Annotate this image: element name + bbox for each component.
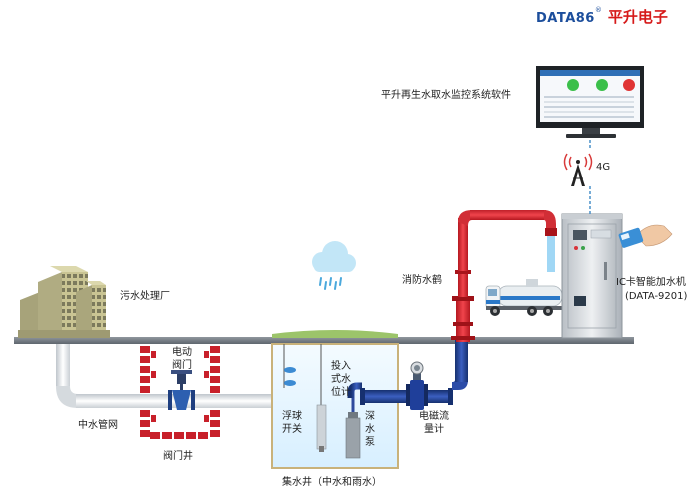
flowmeter-label: 电磁流量计	[419, 411, 449, 435]
signal-label: 4G	[596, 162, 611, 173]
monitor-illustration	[536, 66, 644, 138]
rain-cloud-illustration	[312, 241, 356, 290]
ic-machine-label-line1: IC卡智能加水机	[616, 277, 686, 288]
electric-valve-label: 电动阀门	[172, 347, 192, 371]
electric-valve-illustration	[168, 370, 195, 410]
flowmeter-illustration	[406, 361, 428, 410]
deep-pump-label: 深水泵	[365, 411, 375, 448]
ground-line	[14, 337, 634, 344]
valve-well-label: 阀门井	[163, 451, 193, 462]
sewage-plant-illustration	[18, 266, 110, 338]
brand-name-en: DATA86	[536, 11, 595, 26]
ic-machine-label-line2: (DATA-9201)	[625, 291, 688, 302]
software-label: 平升再生水取水监控系统软件	[381, 90, 511, 101]
ic-machine-illustration	[561, 213, 623, 339]
brand-logo: DATA86® 平升电子	[536, 6, 668, 27]
brand-registered-mark: ®	[594, 6, 602, 14]
reclaimed-pipe-label: 中水管网	[78, 420, 118, 431]
hand-ic-card-illustration	[618, 224, 673, 248]
valve-well	[140, 346, 220, 439]
sump-well	[271, 330, 399, 469]
sewage-plant-label: 污水处理厂	[120, 291, 170, 302]
signal-tower-icon	[563, 153, 593, 186]
hydrant-crane-label: 消防水鹤	[402, 275, 442, 286]
reclaimed-water-pipe	[56, 344, 272, 408]
hydrant-crane-illustration	[451, 210, 557, 342]
water-truck-illustration	[485, 279, 564, 316]
float-switch-label: 浮球开关	[282, 411, 302, 435]
sump-label: 集水井（中水和雨水）	[282, 477, 382, 488]
level-gauge-label: 投入式水位计	[331, 361, 351, 398]
brand-name-cn: 平升电子	[607, 8, 668, 26]
outlet-pipe	[347, 340, 468, 405]
